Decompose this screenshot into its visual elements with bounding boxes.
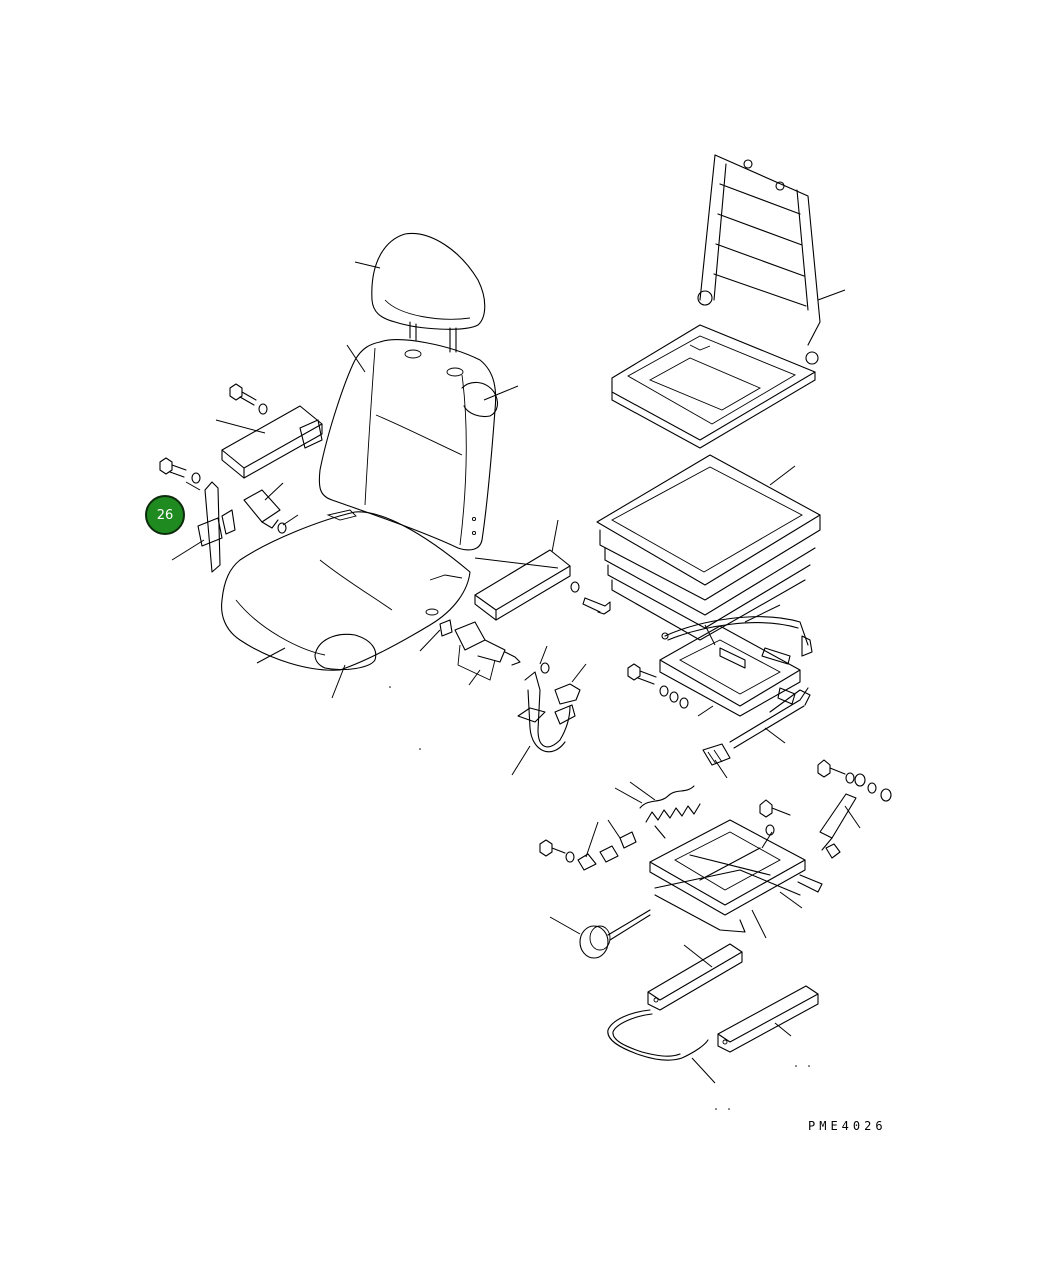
drawing-code-label: PME4026 bbox=[808, 1119, 887, 1133]
upper-suspension-frame bbox=[659, 625, 801, 717]
suspension-bellows bbox=[596, 454, 821, 641]
shock-absorber bbox=[759, 759, 892, 859]
height-adjust-knob bbox=[579, 909, 651, 959]
tension-springs bbox=[639, 785, 701, 839]
right-armrest bbox=[474, 549, 611, 621]
slide-block bbox=[702, 743, 731, 766]
rail-connecting-rod bbox=[607, 1009, 709, 1061]
stray-marks bbox=[389, 686, 810, 1110]
frame-bolts bbox=[627, 663, 689, 709]
seat-belt-buckle bbox=[439, 619, 521, 681]
recliner-lever-assembly bbox=[159, 457, 287, 573]
brackets bbox=[539, 831, 637, 871]
suspension-cable bbox=[661, 616, 813, 657]
seat-backrest bbox=[318, 339, 499, 551]
headrest bbox=[371, 232, 486, 353]
right-slide-rail bbox=[717, 985, 819, 1053]
adjust-rod bbox=[729, 687, 811, 749]
seat-cushion bbox=[221, 509, 471, 671]
left-armrest bbox=[221, 405, 323, 479]
scissor-mechanism bbox=[649, 819, 823, 933]
leader-lines bbox=[171, 261, 861, 1084]
seat-pan bbox=[611, 324, 816, 449]
backrest-frame bbox=[697, 154, 821, 365]
part-callout-button[interactable]: 26 bbox=[145, 495, 185, 535]
seat-belt-strap bbox=[517, 662, 581, 753]
left-armrest-bolt bbox=[229, 383, 268, 415]
